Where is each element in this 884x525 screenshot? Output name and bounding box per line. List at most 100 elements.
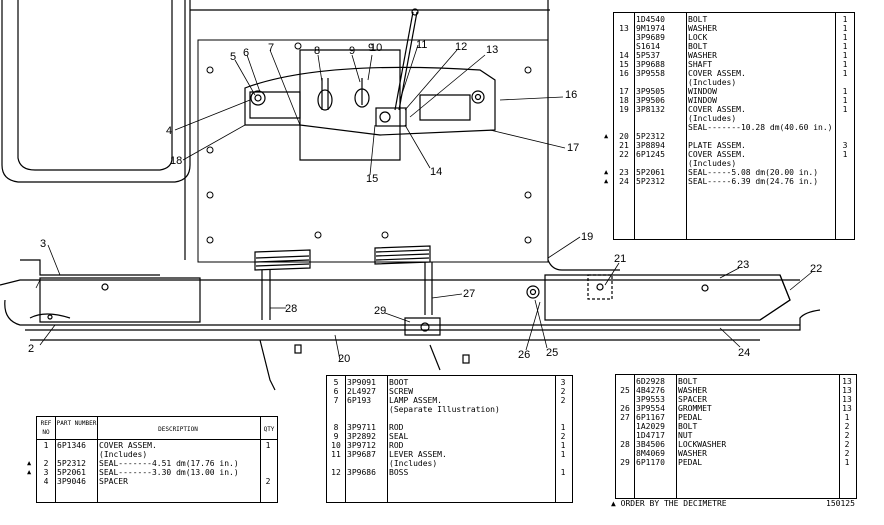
table-row: ▲ 20 5P2312 [604, 132, 854, 141]
cell-desc: WINDOW [688, 96, 717, 105]
cell-desc: ROD [389, 423, 404, 432]
callout-29: 29 [374, 305, 386, 317]
cell-desc: COVER ASSEM. [688, 69, 746, 78]
cell-ref: 20 [619, 132, 629, 141]
cell-pn: 6P193 [347, 396, 372, 405]
lever-and-rods [317, 8, 419, 127]
callout-11: 11 [416, 39, 427, 51]
cell-ref: 6 [333, 387, 339, 396]
cell-desc: COVER ASSEM. [99, 441, 157, 450]
cell-qty: 1 [844, 458, 850, 467]
cell-ref: 2 [43, 459, 49, 468]
cell-qty: 1 [560, 423, 566, 432]
cell-pn: 6P1167 [636, 413, 665, 422]
cell-pn: 3P9091 [347, 378, 376, 387]
floor-cover-left [29, 277, 201, 323]
callout-8: 8 [314, 45, 320, 57]
callout-7: 7 [268, 42, 274, 54]
cell-pn: 6P1346 [57, 441, 86, 450]
cell-qty: 1 [842, 69, 848, 78]
cell-pn: 3P9554 [636, 404, 665, 413]
cell-desc: (Includes) [99, 450, 148, 459]
callout-16: 16 [565, 89, 577, 101]
callout-3: 3 [40, 238, 46, 250]
table-row: 16 3P9558 COVER ASSEM. 1 [614, 69, 854, 78]
callout-9: 9 [368, 42, 374, 54]
cell-pn: 3P9558 [636, 69, 665, 78]
cell-desc: WASHER [678, 449, 707, 458]
cell-desc: SEAL-------3.30 dm(13.00 in.) [99, 468, 239, 477]
cell-pn: 8M4069 [636, 449, 665, 458]
table-row: (Separate Illustration) [327, 405, 572, 414]
cell-pn: 6D2928 [636, 377, 665, 386]
cell-pn: 5P537 [636, 51, 661, 60]
cell-desc: PEDAL [678, 458, 703, 467]
cell-mark: ▲ [604, 132, 609, 140]
floor-cover-right [526, 274, 791, 321]
cell-ref: 13 [619, 24, 629, 33]
cell-pn: S1614 [636, 42, 661, 51]
cell-qty: 1 [842, 87, 848, 96]
cell-desc: BOLT [688, 15, 708, 24]
cell-qty: 1 [560, 450, 566, 459]
cell-qty: 13 [842, 377, 852, 386]
callout-22: 22 [810, 263, 822, 275]
cell-pn: 5P2312 [636, 177, 665, 186]
cell-ref: 16 [619, 69, 629, 78]
cell-mark: ▲ [604, 177, 609, 185]
callout-19: 19 [581, 231, 593, 243]
cell-pn: 2L4927 [347, 387, 376, 396]
cell-qty: 1 [842, 42, 848, 51]
cell-ref: 7 [333, 396, 339, 405]
cell-ref: 27 [620, 413, 630, 422]
header-description: DESCRIPTION [158, 426, 198, 433]
cell-qty: 3 [560, 378, 566, 387]
underside-hardware [259, 339, 470, 391]
cell-desc: PEDAL [678, 413, 703, 422]
cell-pn: 3P9711 [347, 423, 376, 432]
cell-qty: 1 [842, 33, 848, 42]
cell-qty: 1 [560, 441, 566, 450]
cell-qty: 1 [842, 96, 848, 105]
cell-desc: SPACER [99, 477, 128, 486]
cell-mark: ▲ [604, 168, 609, 176]
cell-pn: 3P9687 [347, 450, 376, 459]
cell-pn: 3P8894 [636, 141, 665, 150]
cell-desc: SEAL-------4.51 dm(17.76 in.) [99, 459, 239, 468]
cell-pn: 3P9688 [636, 60, 665, 69]
cell-pn: 3P9689 [636, 33, 665, 42]
cell-qty: 1 [842, 150, 848, 159]
cell-pn: 9M1974 [636, 24, 665, 33]
cell-pn: 4B4276 [636, 386, 665, 395]
table-row: (Includes) [614, 159, 854, 168]
callout-13: 13 [486, 44, 498, 56]
cell-ref: 24 [619, 177, 629, 186]
callout-6: 6 [243, 47, 249, 59]
cell-pn: 5P2312 [636, 132, 665, 141]
cell-pn: 3P9506 [636, 96, 665, 105]
cell-desc: PLATE ASSEM. [688, 141, 746, 150]
leader-lines [35, 44, 813, 361]
